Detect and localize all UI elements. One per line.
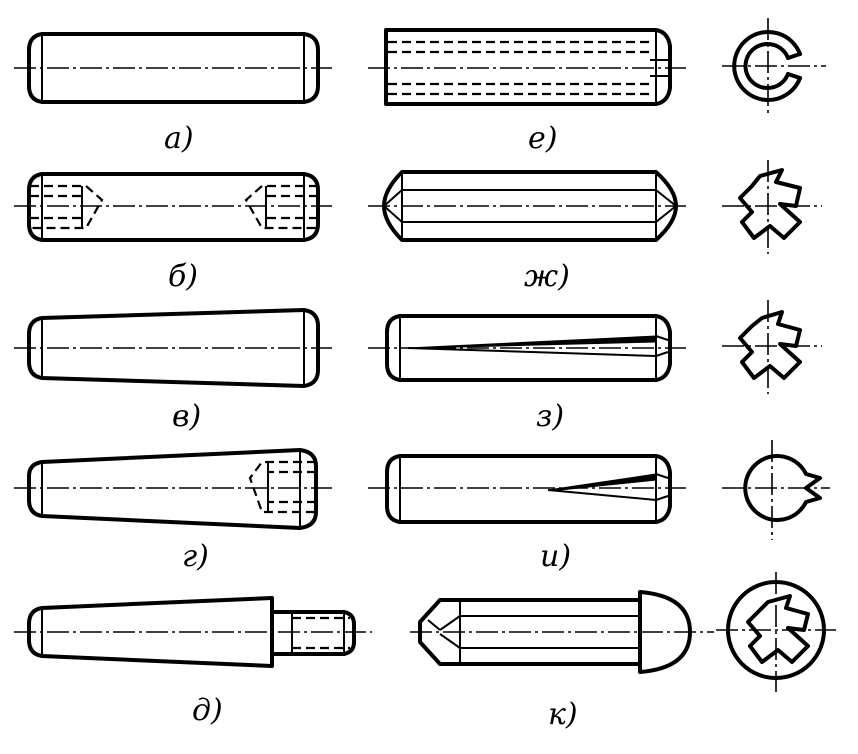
label-a: а)	[164, 121, 194, 156]
label-b: б)	[168, 259, 198, 294]
spring-pin-e	[368, 28, 686, 106]
taper-pin-v	[14, 308, 332, 388]
section-grooved-pin-zh	[722, 160, 822, 254]
grooved-pin-i	[368, 454, 686, 524]
section-spring-pin	[722, 18, 826, 116]
label-zh: ж)	[524, 259, 570, 294]
taper-pin-threaded-g	[14, 448, 332, 530]
taper-pin-threaded-end-d	[14, 596, 372, 668]
label-z: з)	[536, 399, 564, 434]
section-round-head-pin	[716, 572, 836, 692]
cylindrical-pin-a	[14, 32, 332, 104]
section-grooved-pin-z	[722, 300, 822, 394]
grooved-pin-zh	[368, 170, 686, 242]
grooved-pin-z	[368, 314, 686, 382]
grooved-round-head-pin-k	[410, 590, 714, 674]
cylindrical-pin-threaded-b	[14, 172, 332, 242]
label-g: г)	[182, 539, 209, 574]
label-i: и)	[540, 539, 571, 574]
label-d: д)	[192, 693, 223, 728]
label-e: е)	[528, 121, 557, 156]
label-v: в)	[172, 399, 201, 434]
label-k: к)	[548, 697, 578, 732]
section-grooved-pin-i	[722, 440, 830, 540]
